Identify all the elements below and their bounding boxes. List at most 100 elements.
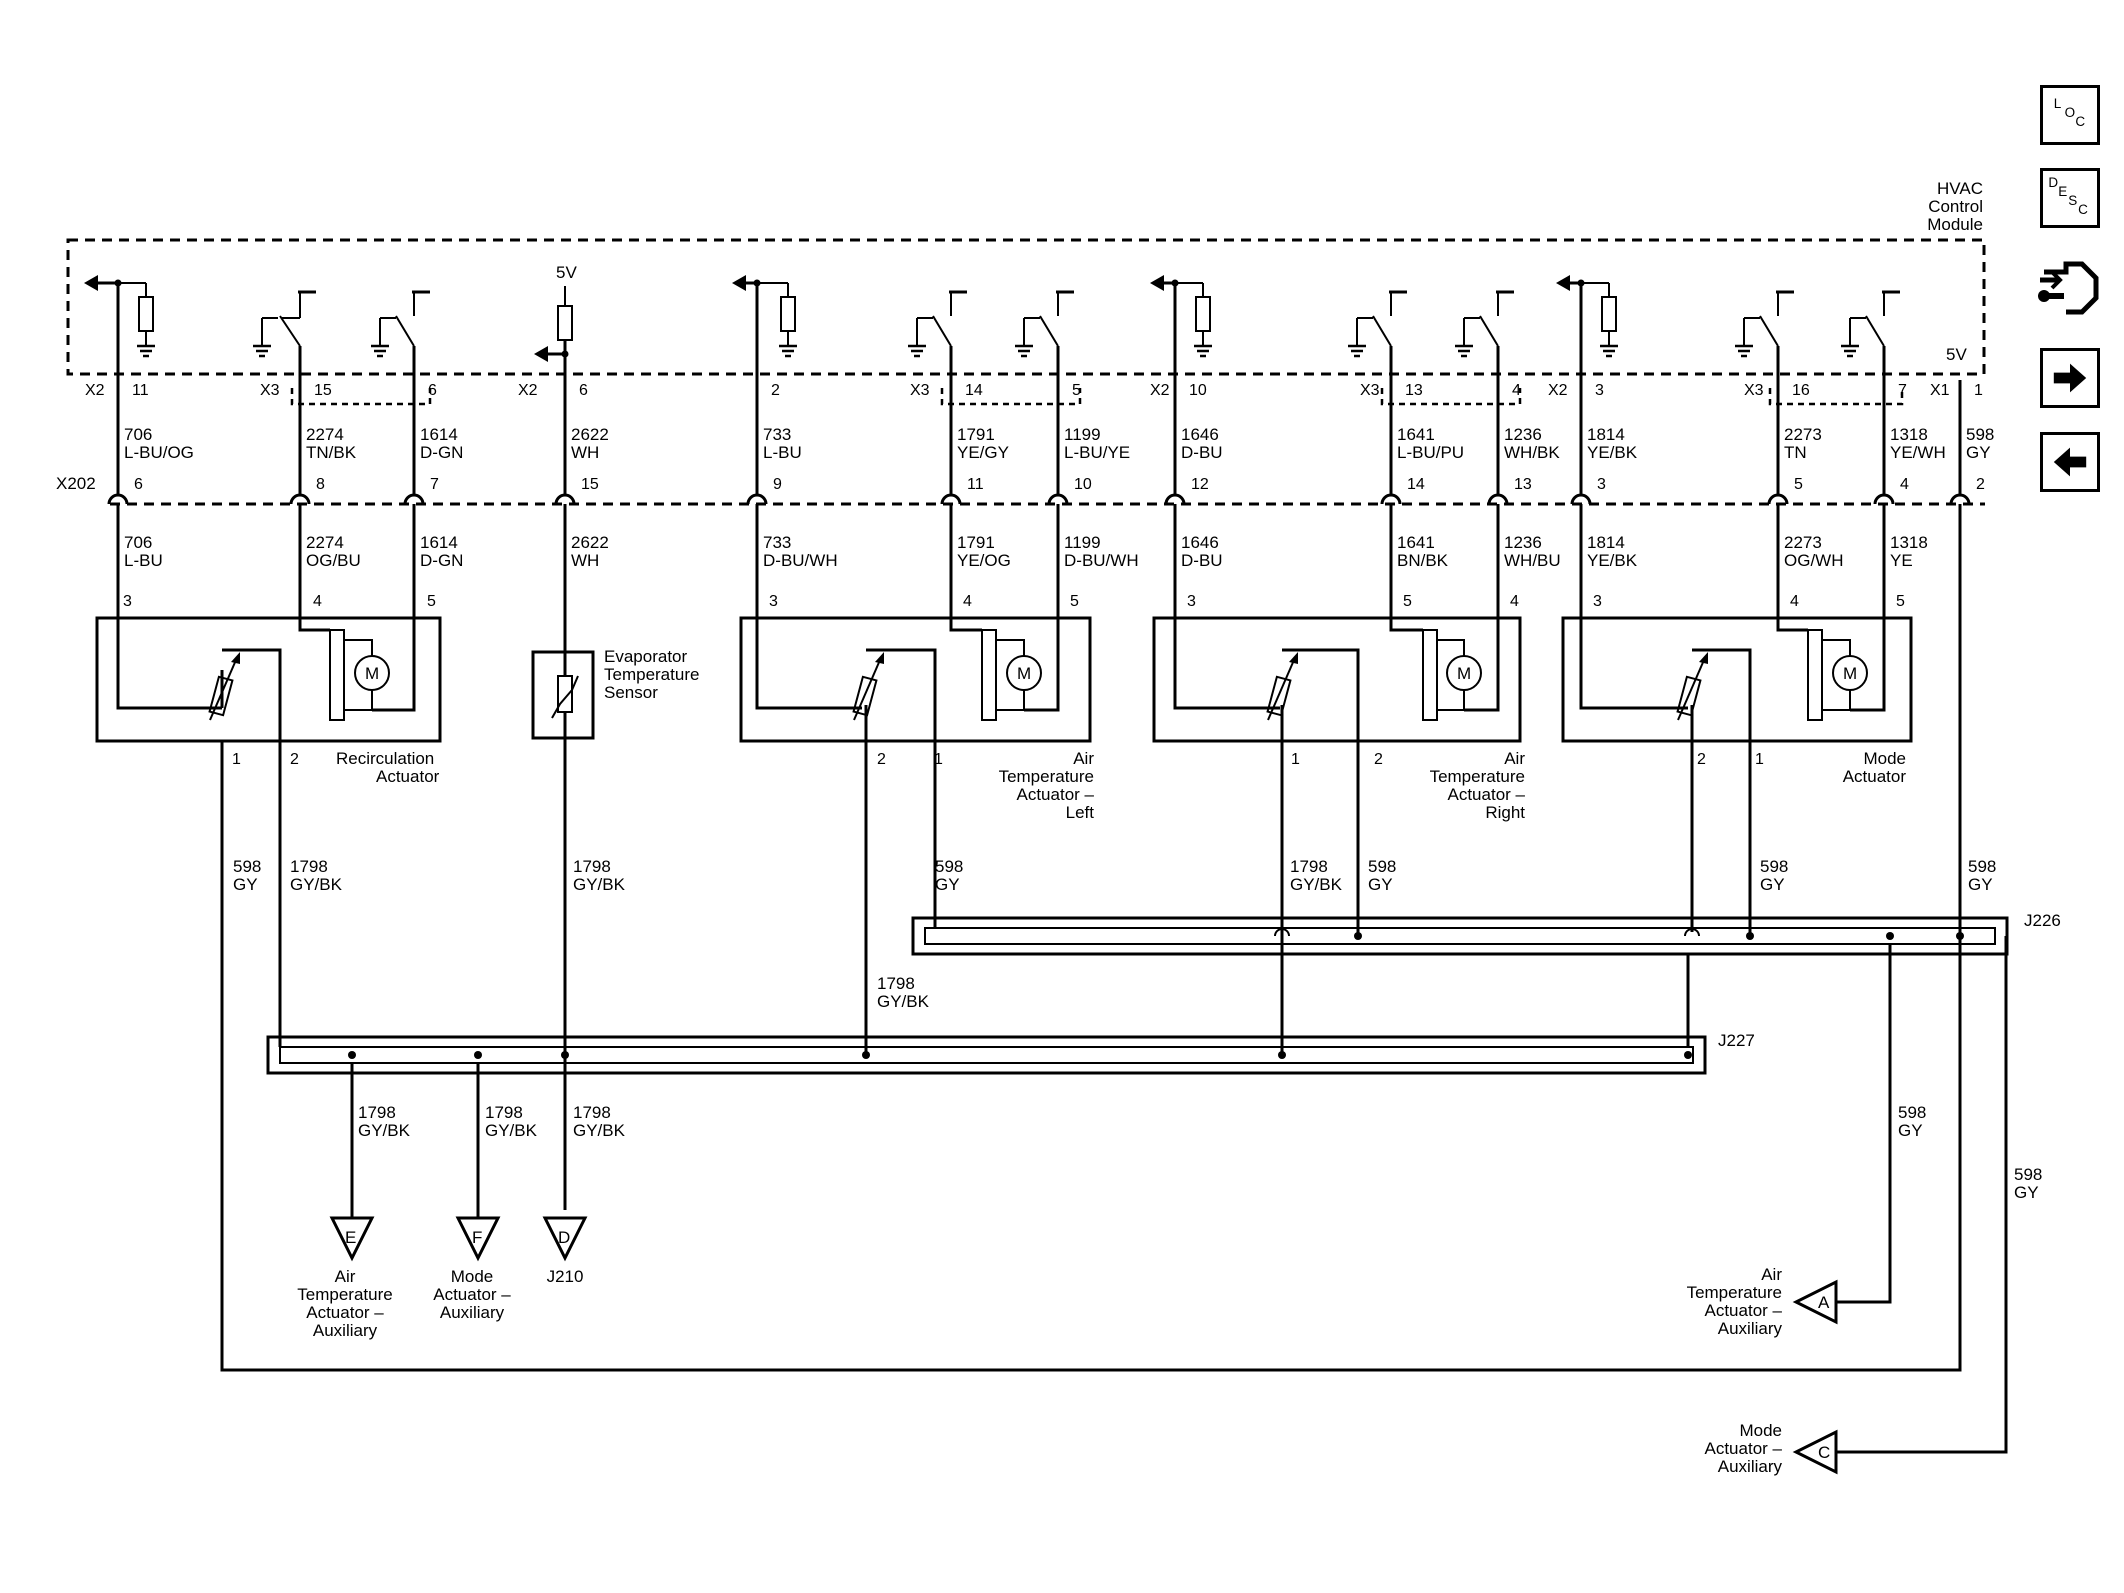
x1-5v-label: 5V xyxy=(1946,345,1967,364)
loc-letter-o: O xyxy=(2065,105,2076,120)
module-wire-circuit-6: 1199 xyxy=(1064,425,1101,444)
desc-letter-e: E xyxy=(2058,184,2067,199)
lower-wire-color-1: GY/BK xyxy=(290,875,343,894)
module-connector-3: X2 xyxy=(518,382,538,399)
loc-icon[interactable]: L O C xyxy=(2040,85,2100,145)
harness-wire-color-1: OG/BU xyxy=(306,551,361,570)
offpage-d-label: J210 xyxy=(547,1267,584,1286)
recirc-pin-4: 4 xyxy=(313,593,322,610)
air-temperature-actuator-right: M Air Temperature Actuator – Right 3 5 4… xyxy=(1152,504,1526,822)
module-pin-3: 6 xyxy=(579,382,588,399)
right-label-1: Air xyxy=(1504,749,1525,768)
module-wire-circuit-13: 598 xyxy=(1966,425,1994,444)
lower-wire-color-13: GY xyxy=(1898,1121,1923,1140)
harness-wires: 706L-BU2274OG/BU1614D-GN2622WH733D-BU/WH… xyxy=(124,533,1928,570)
lower-wire-circuit-10: 1798 xyxy=(485,1103,523,1122)
harness-wire-color-10: YE/BK xyxy=(1587,551,1638,570)
arrow-left-icon[interactable] xyxy=(2040,432,2100,492)
lower-wire-circuit-3: 598 xyxy=(935,857,963,876)
right-motor-symbol: M xyxy=(1457,664,1471,683)
harness-wire-circuit-4: 733 xyxy=(763,533,791,552)
module-wire-color-12: YE/WH xyxy=(1890,443,1946,462)
offpage-c: C Mode Actuator – Auxiliary xyxy=(1705,1421,1838,1476)
x202-pin-5: 11 xyxy=(967,476,984,493)
lower-wire-circuit-5: 1798 xyxy=(1290,857,1328,876)
module-pin-0: 11 xyxy=(132,382,149,399)
module-connector-13: X1 xyxy=(1930,382,1950,399)
module-pin-9: 4 xyxy=(1512,382,1521,399)
desc-icon[interactable]: D E S C xyxy=(2040,168,2100,228)
offpage-a-label-4: Auxiliary xyxy=(1718,1319,1783,1338)
offpage-e: E Air Temperature Actuator – Auxiliary xyxy=(297,1216,393,1340)
lower-wire-circuit-9: 1798 xyxy=(358,1103,396,1122)
left-pin-2: 2 xyxy=(877,751,886,768)
right-label-4: Right xyxy=(1485,803,1525,822)
right-pin-4: 4 xyxy=(1510,593,1519,610)
module-pin-5: 14 xyxy=(965,382,983,399)
lower-wire-circuit-2: 1798 xyxy=(573,857,611,876)
module-connector-11: X3 xyxy=(1744,382,1764,399)
recirc-label-1: Recirculation xyxy=(336,749,434,768)
harness-wire-circuit-7: 1646 xyxy=(1181,533,1219,552)
offpage-d-letter: D xyxy=(558,1228,570,1247)
offpage-e-label-1: Air xyxy=(335,1267,356,1286)
offpage-c-label-2: Actuator – xyxy=(1705,1439,1783,1458)
mode-label-1: Mode xyxy=(1863,749,1906,768)
module-wire-circuit-1: 2274 xyxy=(306,425,344,444)
module-pin-13: 1 xyxy=(1974,382,1983,399)
harness-wire-circuit-6: 1199 xyxy=(1064,533,1101,552)
module-connector-8: X3 xyxy=(1360,382,1380,399)
left-label-1: Air xyxy=(1073,749,1094,768)
module-pin-4: 2 xyxy=(771,382,780,399)
harness-wire-color-6: D-BU/WH xyxy=(1064,551,1139,570)
offpage-c-label-3: Auxiliary xyxy=(1718,1457,1783,1476)
harness-wire-color-9: WH/BU xyxy=(1504,551,1561,570)
recirc-pin-3: 3 xyxy=(123,593,132,610)
module-wire-circuit-2: 1614 xyxy=(420,425,458,444)
offpage-f-label-2: Actuator – xyxy=(433,1285,511,1304)
arrow-right-icon[interactable] xyxy=(2040,348,2100,408)
connector-view-icon[interactable] xyxy=(2036,252,2104,324)
x202-pin-13: 2 xyxy=(1976,476,1985,493)
module-wire-color-13: GY xyxy=(1966,443,1991,462)
lower-wire-color-14: GY xyxy=(2014,1183,2039,1202)
module-wire-circuit-4: 733 xyxy=(763,425,791,444)
loc-letter-l: L xyxy=(2054,96,2062,111)
module-title-line-3: Module xyxy=(1927,215,1983,234)
offpage-f-label-1: Mode xyxy=(451,1267,494,1286)
left-pin-4: 4 xyxy=(963,593,972,610)
harness-wire-circuit-0: 706 xyxy=(124,533,152,552)
x202-pin-4: 9 xyxy=(773,476,782,493)
module-connector-1: X3 xyxy=(260,382,280,399)
right-pin-5: 5 xyxy=(1403,593,1412,610)
lower-wire-color-0: GY xyxy=(233,875,258,894)
mode-pin-2: 2 xyxy=(1697,751,1706,768)
lower-wire-circuit-11: 1798 xyxy=(573,1103,611,1122)
harness-wire-circuit-10: 1814 xyxy=(1587,533,1625,552)
lower-wire-color-9: GY/BK xyxy=(358,1121,411,1140)
left-label-3: Actuator – xyxy=(1017,785,1095,804)
x202-label: X202 xyxy=(56,474,96,493)
module-connector-7: X2 xyxy=(1150,382,1170,399)
module-pin-7: 10 xyxy=(1189,382,1207,399)
mode-pin-4: 4 xyxy=(1790,593,1799,610)
left-pin-5: 5 xyxy=(1070,593,1079,610)
desc-letter-d: D xyxy=(2048,175,2058,190)
lower-wire-color-5: GY/BK xyxy=(1290,875,1343,894)
loc-letter-c: C xyxy=(2075,114,2085,129)
offpage-f: F Mode Actuator – Auxiliary xyxy=(433,1216,511,1322)
recirc-pin-2: 2 xyxy=(290,751,299,768)
offpage-e-label-2: Temperature xyxy=(297,1285,392,1304)
evap-label-2: Temperature xyxy=(604,665,699,684)
module-title-line-1: HVAC xyxy=(1937,179,1983,198)
lower-wire-circuit-13: 598 xyxy=(1898,1103,1926,1122)
module-wire-circuit-11: 2273 xyxy=(1784,425,1822,444)
module-wire-color-0: L-BU/OG xyxy=(124,443,194,462)
harness-wire-color-7: D-BU xyxy=(1181,551,1223,570)
module-title-line-2: Control xyxy=(1928,197,1983,216)
offpage-a-label-1: Air xyxy=(1761,1265,1782,1284)
x202-pin-6: 10 xyxy=(1074,476,1092,493)
harness-wire-color-5: YE/OG xyxy=(957,551,1011,570)
mode-actuator: M Mode Actuator 3 4 5 2 1 xyxy=(1561,504,1913,786)
